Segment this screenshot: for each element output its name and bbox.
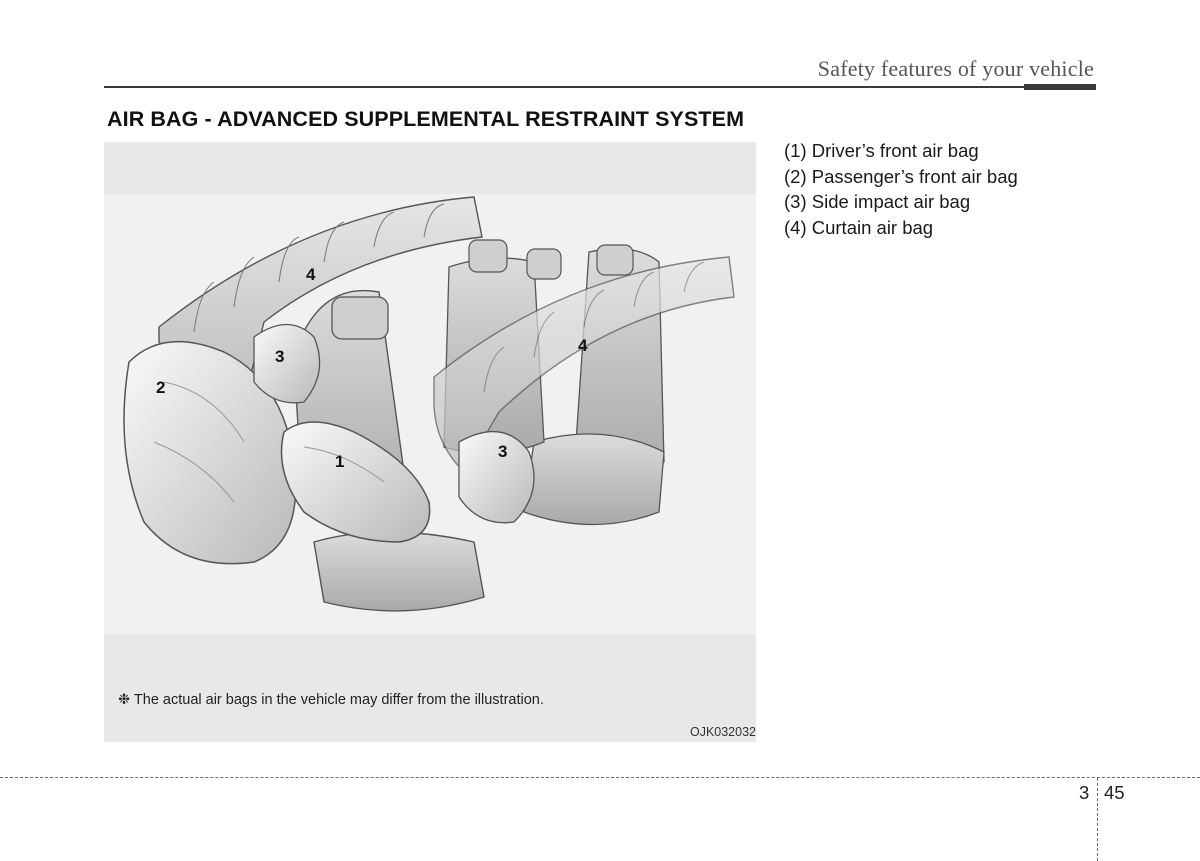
footer-page-number: 45 — [1104, 782, 1125, 803]
curtain-airbag-right — [433, 256, 735, 474]
header-rule-tab — [1024, 84, 1096, 90]
passenger-front-airbag — [123, 340, 297, 565]
callout-side-impact-left: 3 — [275, 347, 285, 366]
footer-page-separator — [1097, 778, 1098, 861]
legend-item-passenger-front: (2) Passenger’s front air bag — [784, 165, 1018, 187]
airbag-figure: 4 3 2 1 4 3 ❉ The actual air bags in the… — [104, 142, 756, 742]
callout-passenger-front: 2 — [156, 378, 166, 397]
legend-item-driver-front: (1) Driver’s front air bag — [784, 140, 979, 161]
callout-driver-front: 1 — [335, 452, 345, 471]
callout-curtain-right: 4 — [578, 336, 588, 355]
airbag-illustration — [123, 196, 735, 612]
driver-front-airbag — [280, 421, 431, 543]
callout-curtain-left: 4 — [306, 265, 316, 284]
legend-item-side-impact: (3) Side impact air bag — [784, 191, 971, 212]
page-header-title: Safety features of your vehicle — [817, 56, 1094, 81]
section-heading: AIR BAG - ADVANCED SUPPLEMENTAL RESTRAIN… — [107, 107, 745, 131]
footer-divider — [0, 777, 1200, 778]
figure-disclaimer: ❉ The actual air bags in the vehicle may… — [118, 692, 544, 708]
figure-code: OJK032032 — [689, 725, 756, 739]
footer-chapter-number: 3 — [1079, 782, 1090, 803]
legend-item-curtain: (4) Curtain air bag — [784, 216, 934, 238]
airbag-legend: (1) Driver’s front air bag (2) Passenger… — [784, 138, 1018, 240]
side-impact-airbag-right — [458, 430, 535, 524]
header-rule — [104, 86, 1096, 88]
callout-side-impact-right: 3 — [498, 442, 508, 461]
side-impact-airbag-left — [253, 324, 321, 404]
